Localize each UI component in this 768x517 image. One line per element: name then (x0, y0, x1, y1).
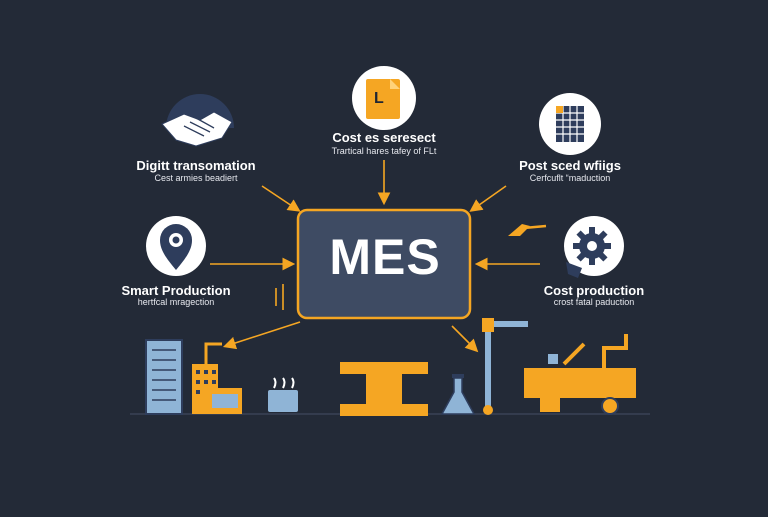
node-top-left-title: Digitt transomation (136, 158, 256, 173)
document-letter: L (374, 90, 384, 107)
factory-building-icon (192, 342, 242, 414)
mes-central-box (296, 208, 472, 320)
gear-icon (564, 216, 624, 278)
node-mid-left-title: Smart Production (121, 283, 231, 298)
node-mid-right-title: Cost production (543, 283, 645, 298)
steel-beam-icon (340, 362, 428, 416)
arrow-bottom-left (222, 321, 301, 350)
node-top-title: Cost es seresect (332, 130, 436, 145)
node-top-right-subtitle: Cerfcuflt “maduction (529, 173, 611, 183)
server-rack-icon (145, 339, 183, 415)
arrow-bottom-right (451, 325, 479, 353)
arrow-top-left (261, 185, 301, 212)
flask-icon (440, 374, 476, 415)
handshake-icon (161, 94, 234, 147)
node-top-right-title: Post sced wfiigs (519, 158, 621, 173)
node-mid-left-subtitle: hertfcal mragection (137, 297, 215, 307)
mes-label: MES (329, 229, 441, 285)
location-pin-icon (146, 216, 206, 276)
spreadsheet-icon (539, 93, 601, 155)
arrow-top-right (469, 185, 507, 212)
chip-machine-icon (268, 377, 298, 412)
document-icon (352, 66, 416, 130)
connector-lines (210, 160, 540, 353)
node-mid-right-subtitle: crost fatal paduction (553, 297, 635, 307)
node-top-subtitle: Trartical hares tafey of FLt (331, 146, 437, 156)
production-machine-icon (524, 334, 636, 415)
robot-arm-icon (482, 318, 528, 415)
node-top-left-subtitle: Cest armies beadiert (154, 173, 238, 183)
tool-icon (508, 224, 547, 236)
